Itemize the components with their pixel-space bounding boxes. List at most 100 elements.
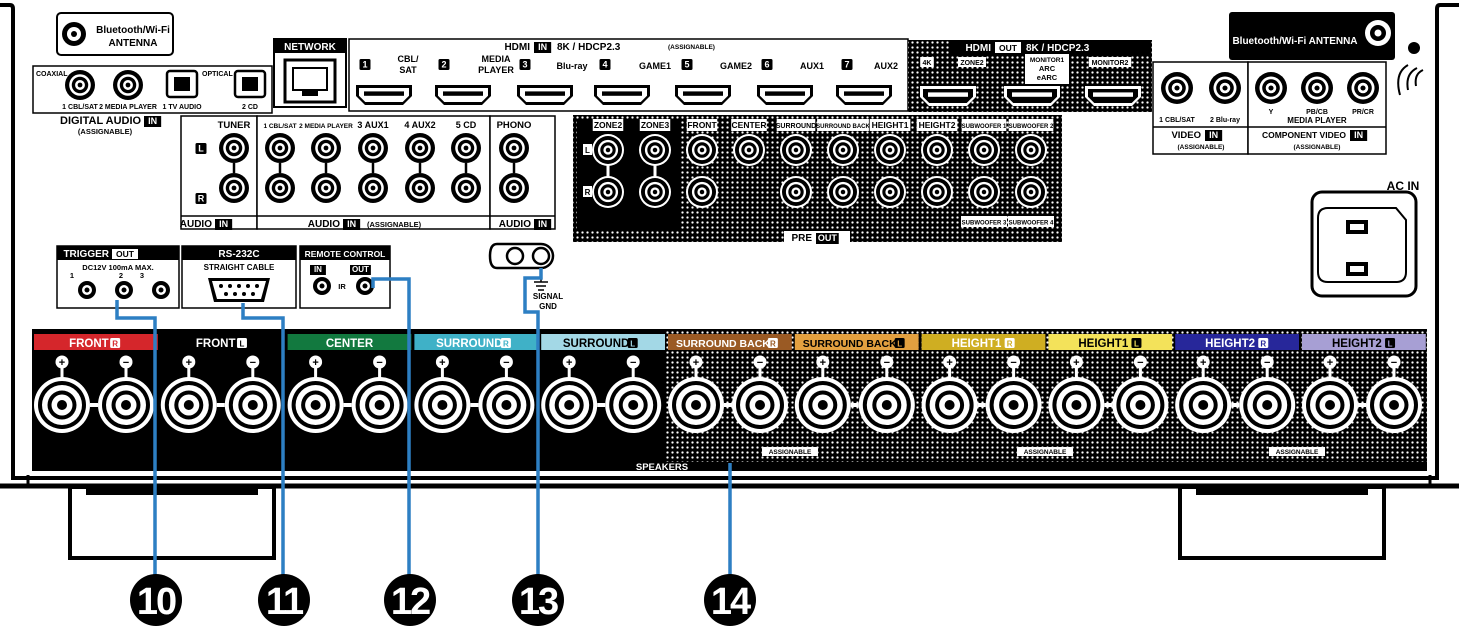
post-hole [121, 400, 131, 410]
speaker-post [921, 377, 978, 433]
callout-number: 13 [519, 581, 558, 623]
tuner-frame [180, 115, 258, 230]
speaker-channel-label: HEIGHT1 [1078, 338, 1128, 350]
pre-out-channel-label: ZONE3 [641, 120, 670, 130]
callout-number: 12 [391, 581, 430, 623]
port-label-bg [1088, 57, 1132, 67]
post-hole [691, 400, 701, 410]
hdmi-spec: 8K / HDCP2.3 [557, 42, 621, 53]
gnd-label: GND [539, 302, 557, 311]
foot-right [1178, 485, 1386, 560]
ac-inlet-face [1317, 207, 1407, 283]
assignable-bg [1017, 447, 1073, 456]
minus-sign: − [503, 357, 509, 369]
speaker-post [732, 377, 788, 433]
number-label: 6 [764, 60, 769, 70]
audio-input-label: 2 MEDIA PLAYER [299, 123, 353, 130]
phono-frame [489, 115, 556, 230]
number-box [599, 59, 611, 70]
hdmi-pins [364, 91, 404, 96]
terminal-link [850, 403, 859, 407]
dsub-pin [228, 284, 232, 288]
center-jack [733, 134, 765, 166]
speaker-side-label: R [770, 340, 776, 349]
speaker-channel-label: FRONT [69, 338, 109, 350]
out-badge-bg [112, 249, 138, 259]
terminal-stem [1392, 368, 1396, 378]
jack-pin [981, 147, 987, 153]
speaker-side-label: L [630, 340, 635, 349]
antenna-frame [56, 12, 174, 56]
post-hole [1389, 400, 1399, 410]
speaker-side-label: L [1134, 340, 1139, 349]
mini-jack-hole [84, 287, 90, 293]
dsub-pin [255, 284, 259, 288]
audio-jack-l [265, 133, 295, 163]
digital-audio-frame [32, 65, 273, 114]
badge-bg [350, 265, 371, 275]
hdmi-input-label: MEDIA [482, 54, 512, 64]
channel-label-bg [1008, 119, 1054, 131]
hdmi-pins [1012, 92, 1052, 97]
callout-line-10 [115, 300, 157, 580]
terminal-stem [124, 368, 128, 378]
dsub-face [212, 281, 266, 299]
digital-jack-label: 2 MEDIA PLAYER [99, 104, 157, 111]
audio-jack-r [311, 173, 341, 203]
terminal-stem [567, 368, 571, 378]
post-hole [755, 400, 765, 410]
mini-jack-hole [121, 287, 127, 293]
zone-jack-l [592, 134, 624, 166]
antenna-label: Bluetooth/Wi-Fi [96, 25, 170, 36]
minus-sign: − [123, 357, 129, 369]
number-box [438, 59, 450, 70]
jack-pin [511, 145, 517, 151]
pre-out-channel-label: SUBWOOFER 2 [1009, 124, 1054, 130]
hdmi-pins [683, 91, 723, 96]
pre-out-jack-top [686, 134, 718, 166]
post-hole [881, 400, 892, 410]
channel-label-bg [869, 119, 911, 131]
jack-pin [77, 82, 83, 88]
jack-pin [887, 189, 893, 195]
tuner-label: TUNER [218, 120, 251, 131]
jack-pin [231, 185, 237, 191]
speaker-side-label: R [503, 340, 509, 349]
callout-line-11 [241, 303, 285, 580]
jack [923, 136, 951, 164]
callout-disc [704, 574, 756, 626]
in-badge: IN [219, 219, 228, 229]
pre-out-jack-top [874, 134, 906, 166]
speakers-title: SPEAKERS [636, 462, 688, 473]
jack-pin [981, 189, 987, 195]
post-hole [944, 400, 955, 410]
pre-out-jack-bottom [686, 176, 718, 208]
coaxial-jack-2 [113, 70, 143, 100]
speaker-post [1112, 377, 1169, 433]
channel-color-band [668, 334, 792, 350]
speaker-post [287, 377, 344, 433]
plus-terminal-marker [562, 355, 576, 369]
plus-terminal-marker [943, 355, 957, 369]
port-label-bg [920, 57, 934, 67]
in-badge: IN [538, 42, 547, 52]
post-hole [247, 400, 258, 410]
component-jack-label: Y [1269, 109, 1274, 116]
minus-terminal-marker [373, 355, 387, 369]
jack [782, 178, 810, 206]
number-label: 5 [684, 60, 689, 70]
badge-bg [343, 219, 361, 230]
audio-label: AUDIO [308, 219, 340, 230]
hdmi-input-label: GAME2 [720, 61, 752, 71]
terminal-stem [821, 368, 825, 378]
ac-inlet-frame [1310, 190, 1418, 298]
number-label: 4 [602, 60, 607, 70]
antenna-connector-pin [71, 31, 77, 37]
number-label: L [198, 144, 204, 154]
video-title: VIDEO [1171, 130, 1201, 141]
network-title-bg [274, 39, 346, 53]
